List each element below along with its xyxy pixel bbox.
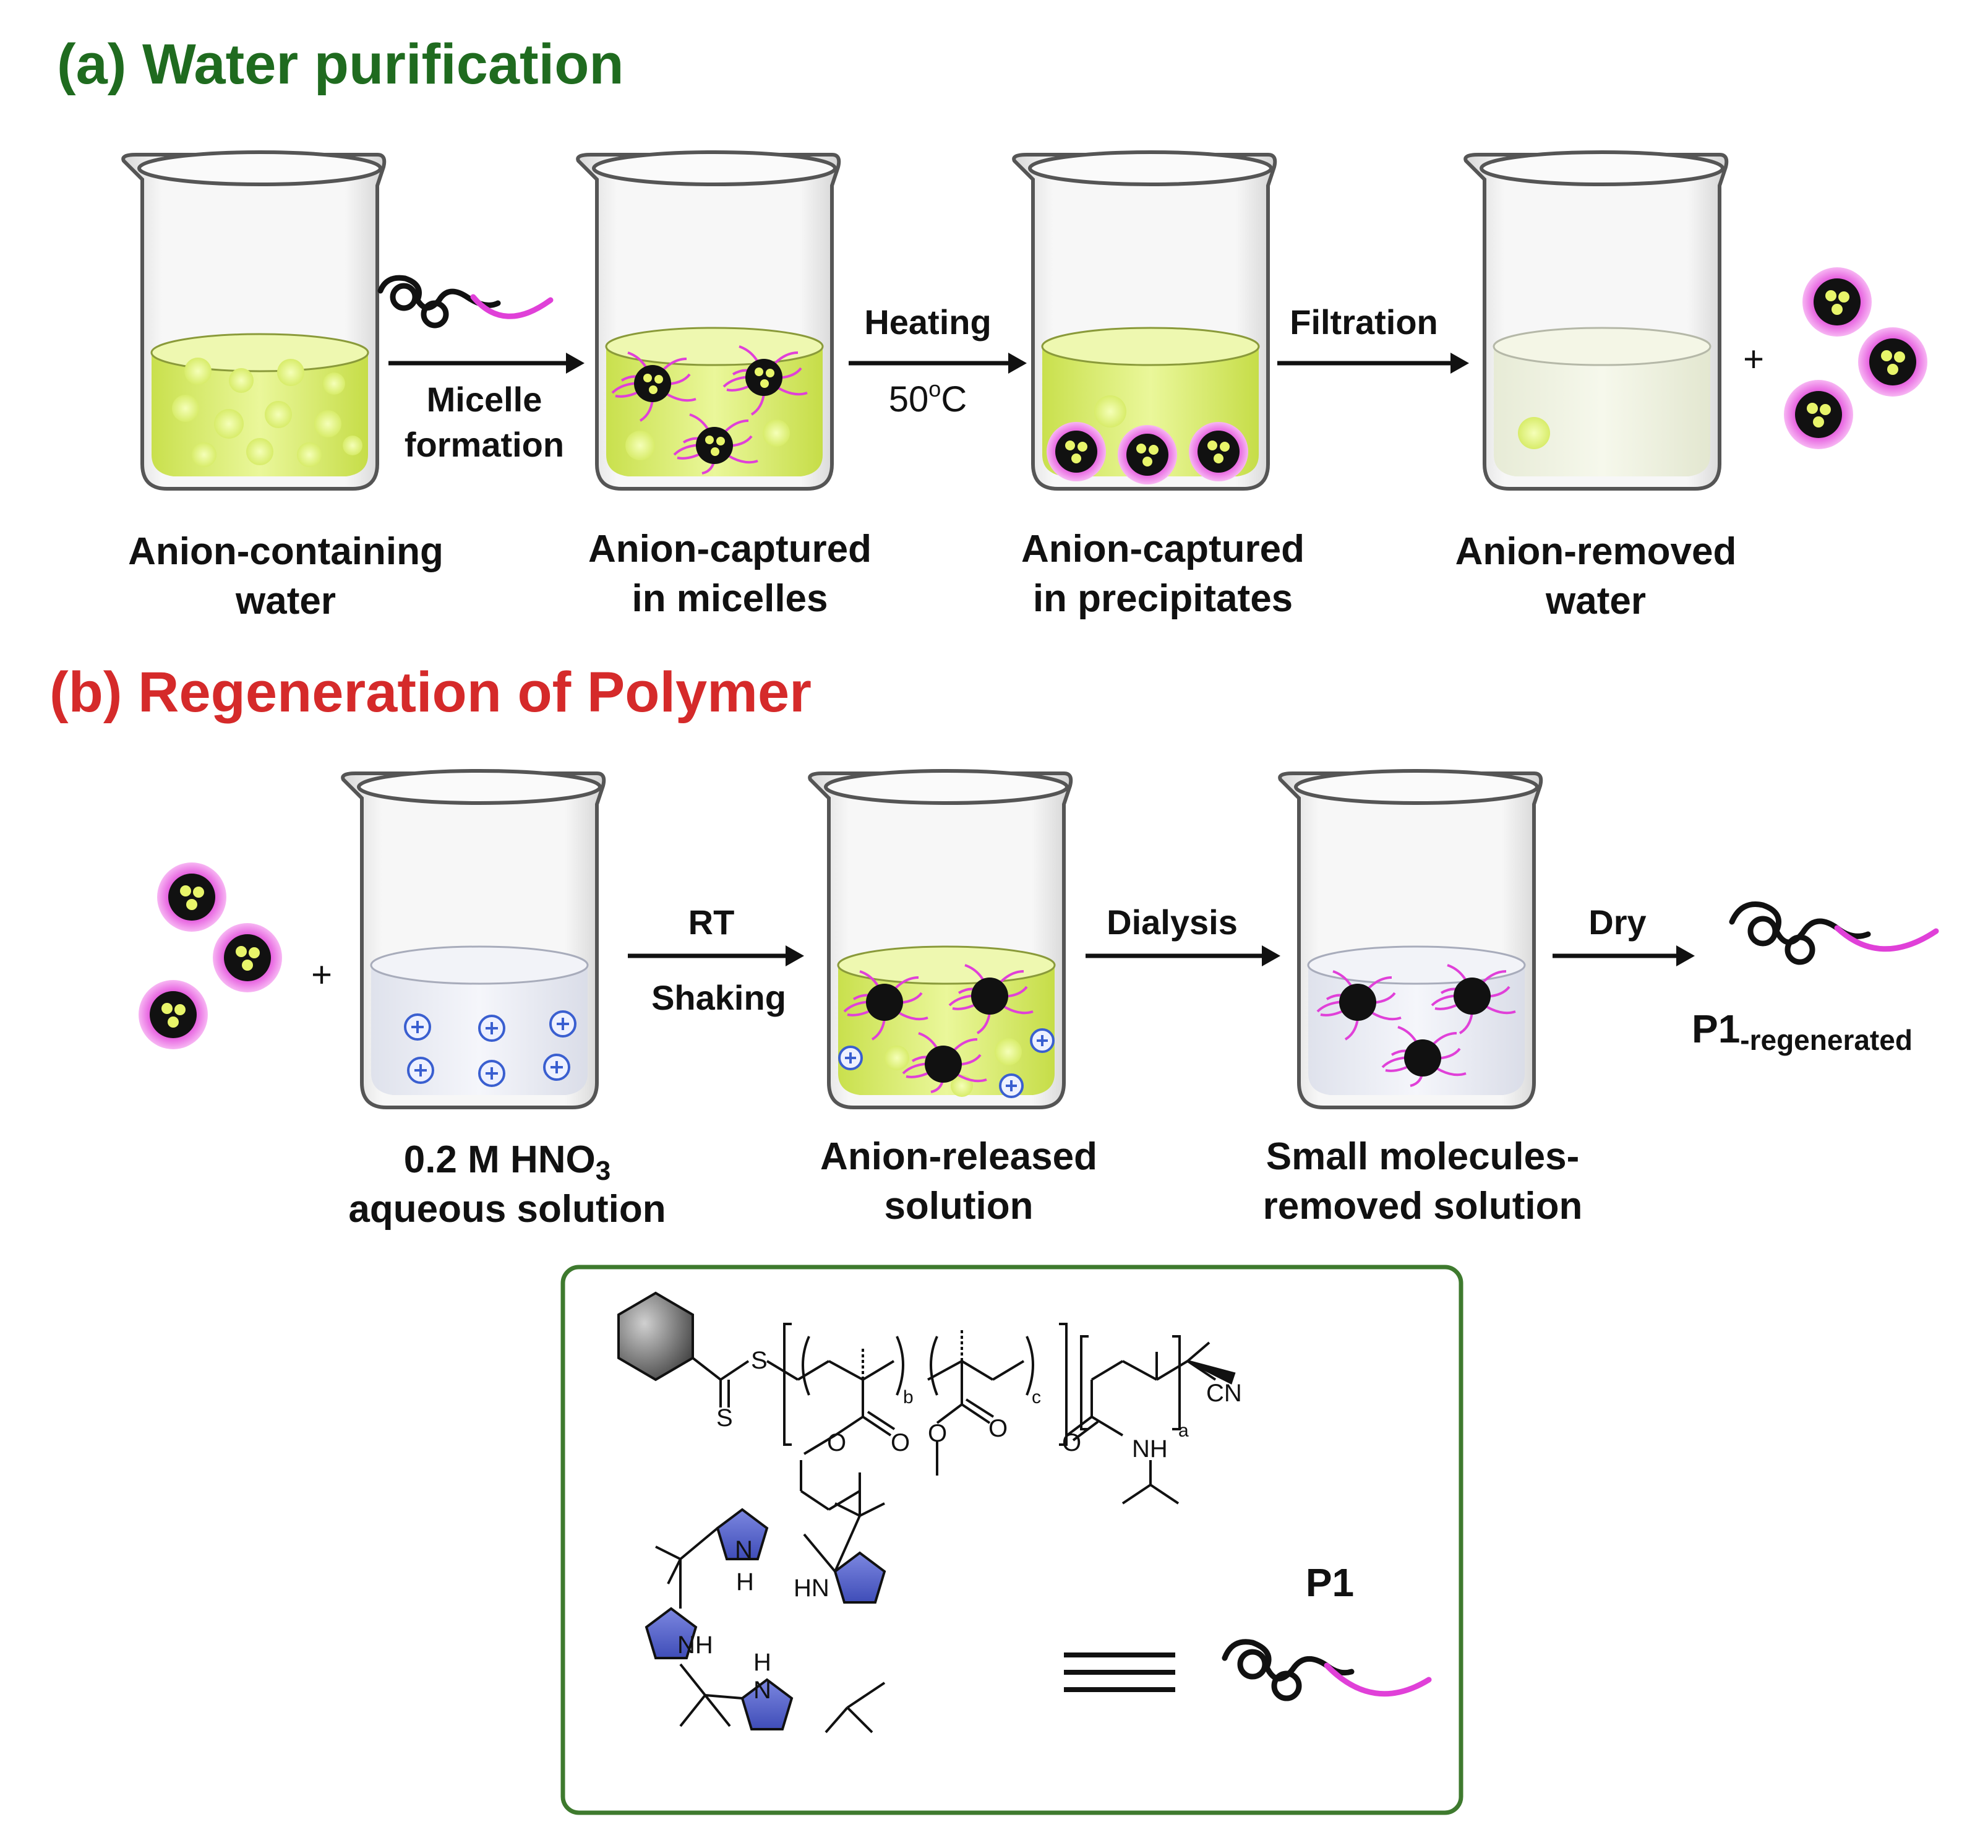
structure-box: [560, 1265, 1463, 1815]
caption: 0.2 M HNO3: [404, 1138, 611, 1186]
svg-text:O: O: [928, 1420, 947, 1447]
arrow-dialysis: Dialysis: [1086, 903, 1280, 966]
captions-panel-a: Anion-containing water Anion-captured in…: [128, 528, 1736, 622]
beaker-anion-removed-water: [1463, 150, 1729, 491]
beaker-anion-captured-in-micelles: [576, 150, 841, 491]
caption: water: [235, 580, 336, 622]
arrow-dry: Dry: [1553, 903, 1695, 966]
svg-text:H: H: [736, 1568, 754, 1596]
caption: Anion-released: [820, 1135, 1097, 1178]
svg-text:NH: NH: [1132, 1435, 1168, 1463]
arrow-micelle-formation: Micelle formation: [388, 353, 585, 464]
svg-text:c: c: [1032, 1387, 1041, 1407]
svg-text:H: H: [753, 1649, 771, 1676]
caption: Anion-captured: [588, 528, 872, 570]
svg-text:O: O: [1062, 1429, 1081, 1456]
caption: Small molecules-: [1266, 1135, 1580, 1178]
caption: Anion-captured: [1021, 528, 1305, 570]
svg-text:O: O: [827, 1429, 846, 1456]
arrow-heating: Heating 50oC: [849, 303, 1027, 419]
svg-text:a: a: [1178, 1420, 1189, 1441]
caption: water: [1545, 580, 1646, 622]
plus-sign: +: [311, 955, 332, 995]
caption: in micelles: [632, 577, 828, 620]
svg-text:CN: CN: [1206, 1380, 1242, 1407]
caption: aqueous solution: [348, 1188, 666, 1231]
svg-text:HN: HN: [794, 1575, 829, 1602]
arrow-label: Micelle: [427, 380, 542, 419]
arrow-label: Shaking: [651, 978, 786, 1017]
arrow-label: Dry: [1588, 903, 1646, 942]
arrow-rt-shaking: RT Shaking: [628, 903, 804, 1017]
polymer-p1-icon-a: [377, 275, 554, 329]
polymer-p1-icon-box: [1222, 1639, 1432, 1701]
svg-text:N: N: [735, 1536, 753, 1563]
beaker-anion-captured-in-precipitates: [1012, 150, 1277, 491]
arrow-label: Dialysis: [1107, 903, 1238, 942]
beaker-anion-released-solution: [808, 769, 1073, 1109]
equivalence-sign: [1064, 1652, 1175, 1692]
p1-label: P1: [1306, 1560, 1354, 1605]
caption: removed solution: [1263, 1185, 1583, 1227]
panel-a-heading: (a) Water purification: [57, 33, 624, 96]
captions-panel-b: 0.2 M HNO3 aqueous solution Anion-releas…: [348, 1135, 1582, 1231]
polymer-structure: [617, 1291, 1236, 1734]
beaker-small-molecules-removed: [1278, 769, 1543, 1109]
arrow-filtration: Filtration: [1277, 303, 1469, 374]
svg-text:S: S: [751, 1347, 768, 1374]
atom-labels: S S O O O O O NH CN H N HN NH H N b c a: [677, 1347, 1242, 1704]
caption: solution: [884, 1185, 1033, 1227]
caption: Anion-containing: [128, 530, 443, 573]
arrow-label: Heating: [864, 303, 991, 342]
svg-text:O: O: [891, 1429, 910, 1456]
svg-text:N: N: [753, 1677, 771, 1704]
precipitate-particles-a: [1784, 267, 1927, 449]
panel-b-heading: (b) Regeneration of Polymer: [49, 661, 812, 724]
svg-text:b: b: [903, 1387, 914, 1407]
product-label: P1-regenerated: [1692, 1007, 1913, 1056]
precipitate-particles-b: [139, 862, 282, 1049]
svg-text:S: S: [716, 1404, 733, 1432]
polymer-p1-regenerated-icon: [1729, 901, 1939, 965]
arrow-label: RT: [688, 903, 735, 942]
arrow-label: formation: [405, 425, 564, 464]
beaker-hno3-solution: [341, 769, 606, 1109]
svg-text:NH: NH: [677, 1631, 713, 1659]
caption: Anion-removed: [1455, 530, 1737, 573]
temperature-label: 50oC: [889, 376, 967, 419]
arrow-label: Filtration: [1290, 303, 1438, 342]
beaker-anion-containing-water: [121, 150, 387, 491]
svg-text:O: O: [988, 1415, 1008, 1442]
plus-sign: +: [1743, 339, 1764, 379]
caption: in precipitates: [1033, 577, 1293, 620]
pyrrole-rings: [645, 1508, 886, 1730]
